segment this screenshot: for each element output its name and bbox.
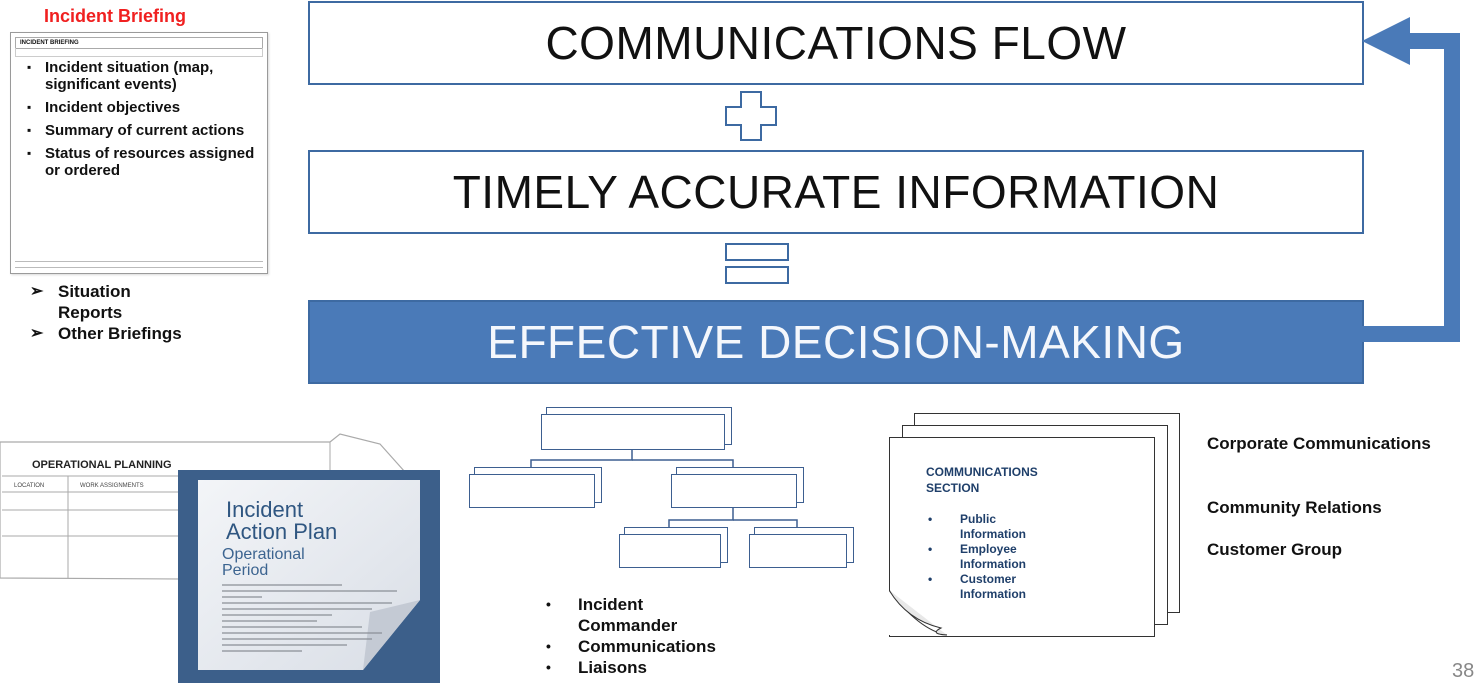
column-location: LOCATION — [14, 483, 45, 489]
roles-list: Incident Commander Communications Liaiso… — [546, 594, 716, 678]
comm-section-title-line2: SECTION — [926, 481, 980, 495]
column-work-assignments: WORK ASSIGNMENTS — [80, 483, 144, 489]
list-item: Summary of current actions — [25, 122, 267, 139]
form-header: INCIDENT BRIEFING — [15, 37, 263, 49]
iap-subtitle-line2: Period — [222, 562, 269, 579]
arrow-head-icon — [1362, 17, 1410, 65]
feedback-arrow-icon — [1362, 33, 1460, 342]
list-item: Employee Information — [926, 542, 1060, 572]
iap-text-lines — [222, 584, 397, 652]
plus-icon — [725, 91, 777, 141]
iap-paper — [198, 480, 420, 670]
org-box-commander — [541, 414, 725, 450]
page-number: 38 — [1452, 660, 1475, 682]
list-item: Incident situation (map, significant eve… — [25, 59, 267, 93]
comm-section-title-line1: COMMUNICATIONS — [926, 465, 1038, 479]
list-item: Communications — [546, 636, 716, 657]
list-item: Other Briefings — [30, 323, 182, 344]
timely-information-label: TIMELY ACCURATE INFORMATION — [452, 166, 1220, 218]
community-relations: Community Relations — [1207, 498, 1382, 517]
org-box-bottom-left — [619, 534, 721, 568]
incident-briefing-form: INCIDENT BRIEFING Incident situation (ma… — [10, 32, 268, 274]
equals-icon-bottom — [725, 266, 789, 284]
form-footer-line — [15, 267, 263, 273]
list-item: Incident objectives — [25, 99, 267, 116]
equals-icon-top — [725, 243, 789, 261]
effective-decision-label: EFFECTIVE DECISION-MAKING — [487, 316, 1185, 368]
communications-flow-label: COMMUNICATIONS FLOW — [545, 17, 1127, 69]
iap-title-line2: Action Plan — [226, 519, 338, 544]
list-item: Situation Reports — [30, 281, 178, 323]
incident-briefing-title: Incident Briefing — [44, 6, 187, 26]
iap-title-line1: Incident — [226, 497, 304, 522]
effective-decision-box: EFFECTIVE DECISION-MAKING — [308, 300, 1364, 384]
customer-group: Customer Group — [1207, 540, 1343, 559]
org-box-bottom-right — [749, 534, 847, 568]
communications-flow-box: COMMUNICATIONS FLOW — [308, 1, 1364, 85]
iap-subtitle-line1: Operational — [222, 546, 305, 563]
incident-briefing-list: Incident situation (map, significant eve… — [25, 59, 267, 185]
corporate-communications: Corporate Communications — [1207, 434, 1431, 453]
form-subheader — [15, 48, 263, 57]
operational-planning-title: OPERATIONAL PLANNING — [32, 459, 172, 471]
list-item: Liaisons — [546, 657, 716, 678]
list-item: Incident Commander — [546, 594, 708, 636]
page-curl-icon — [889, 590, 948, 636]
comm-section-list: Public Information Employee Information … — [926, 512, 1096, 602]
form-footer-line — [15, 261, 263, 267]
org-chart-connectors — [530, 448, 798, 534]
list-item: Status of resources assigned or ordered — [25, 145, 267, 179]
timely-information-box: TIMELY ACCURATE INFORMATION — [308, 150, 1364, 234]
org-box-left — [469, 474, 595, 508]
other-briefings-list: Situation Reports Other Briefings — [30, 281, 182, 344]
org-box-right — [671, 474, 797, 508]
list-item: Customer Information — [926, 572, 1060, 602]
list-item: Public Information — [926, 512, 1060, 542]
